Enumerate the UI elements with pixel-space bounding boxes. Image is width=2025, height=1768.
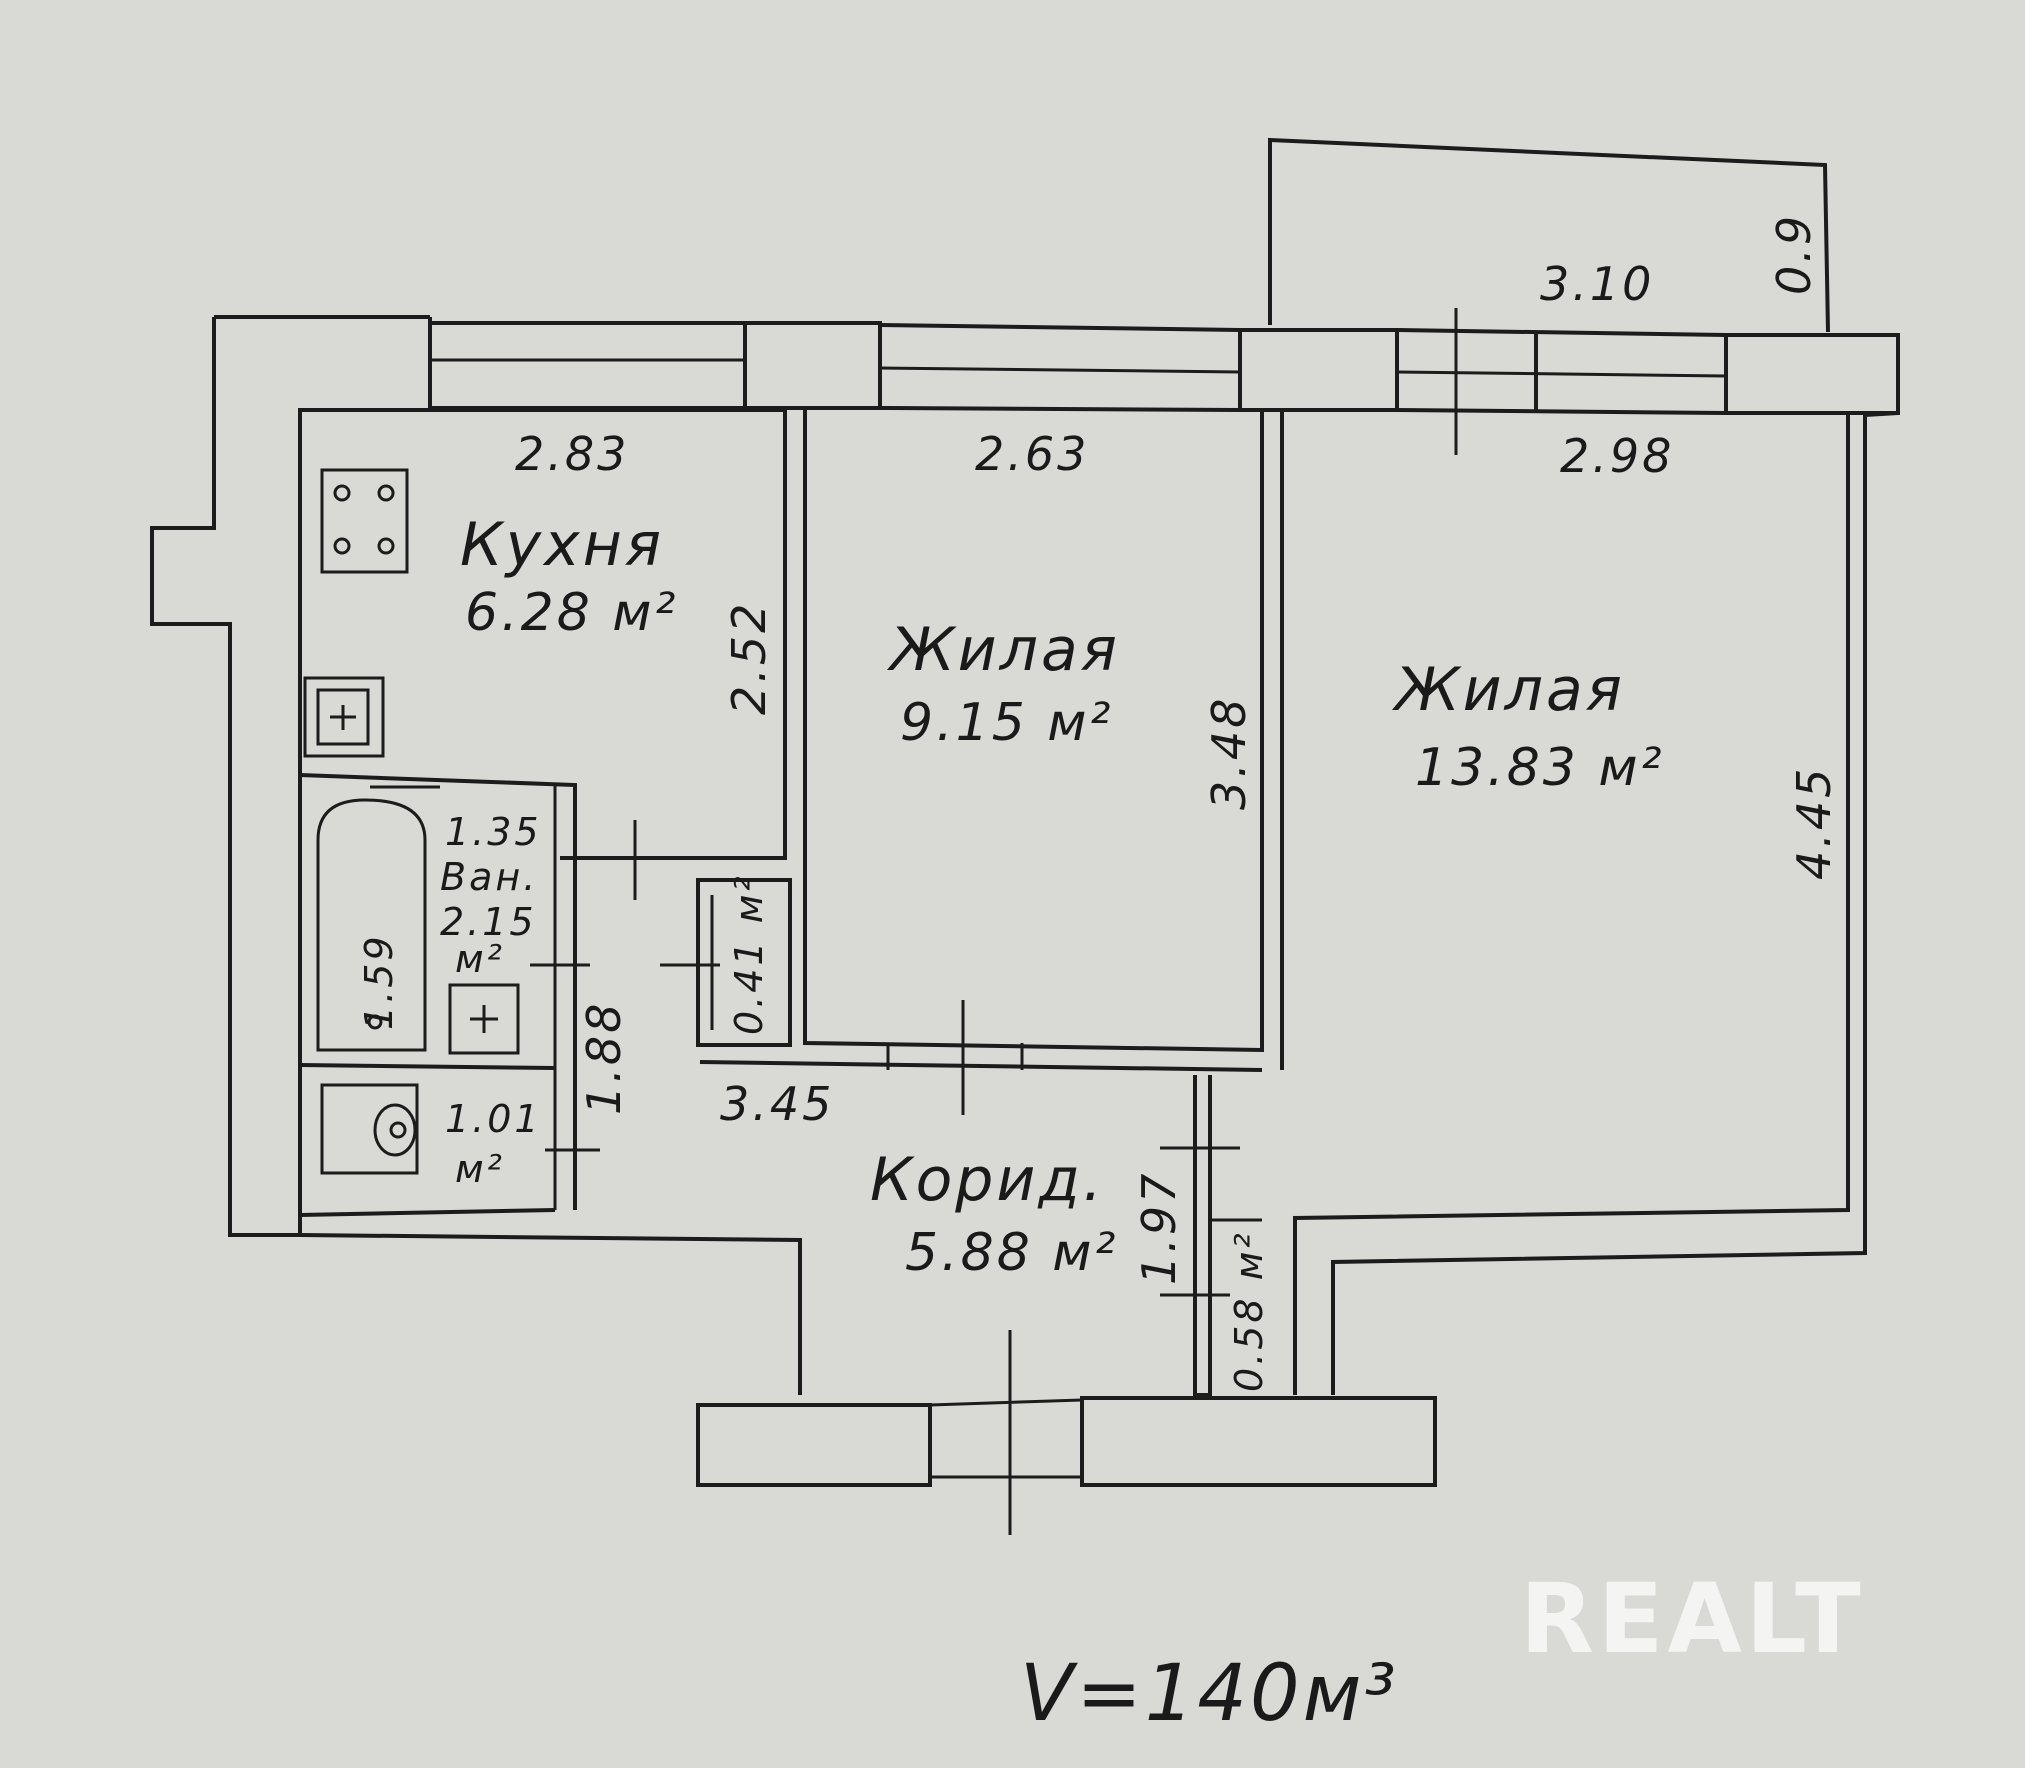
- kitchen-name: Кухня: [460, 510, 664, 580]
- bathtub-icon: [316, 798, 427, 1052]
- outer-wall-right: [1331, 411, 1899, 1395]
- window-3-glass: [1396, 370, 1727, 378]
- toilet-area: 1.01: [445, 1097, 542, 1141]
- bathroom-width: 1.35: [445, 810, 542, 854]
- bathroom-name: Ван.: [440, 855, 538, 899]
- burner-icon: [333, 484, 351, 502]
- washbasin-icon: [448, 983, 520, 1055]
- dim-living-large-width: 2.98: [1560, 429, 1674, 483]
- toilet-bowl-icon: [373, 1103, 417, 1157]
- window-3-inner: [1396, 408, 1727, 415]
- burner-icon: [333, 537, 351, 555]
- bathroom-length: 1.59: [357, 933, 401, 1030]
- corridor-left-wall: [299, 1233, 802, 1395]
- dim-balcony-depth: 0.9: [1767, 213, 1821, 295]
- living-small-name: Жилая: [886, 615, 1120, 685]
- entrance-door-top: [929, 1398, 1083, 1407]
- bathroom-unit: м²: [455, 937, 505, 981]
- realt-watermark: REALT: [1520, 1563, 1865, 1675]
- balcony-outline: [1268, 137, 1830, 333]
- dim-kitchen-depth: 2.52: [722, 601, 776, 715]
- burner-icon: [377, 484, 395, 502]
- dim-corridor-length: 3.45: [720, 1077, 834, 1131]
- outer-wall-left: [150, 317, 300, 1237]
- toilet-unit: м²: [455, 1147, 505, 1191]
- sink-basin-icon: [316, 688, 370, 746]
- closet-a-area: 0.41 м²: [727, 873, 771, 1035]
- wall-pier-1: [743, 321, 882, 410]
- drain-icon: [367, 1014, 383, 1030]
- corridor-living-wall: [699, 1060, 1263, 1072]
- inner-wall-right: [1293, 415, 1850, 1395]
- corridor-name: Корид.: [870, 1145, 1105, 1215]
- entrance-pier-right: [1080, 1396, 1437, 1487]
- wall-pier-3: [1724, 333, 1900, 415]
- dim-kitchen-width: 2.83: [515, 427, 629, 481]
- corridor-left-inner: [299, 1208, 556, 1217]
- window-3-outer: [1396, 328, 1727, 337]
- dim-living-small-depth: 3.48: [1202, 696, 1256, 810]
- living-large-area: 13.83 м²: [1415, 738, 1664, 798]
- corridor-area: 5.88 м²: [905, 1223, 1118, 1283]
- bathroom-toilet-wall: [299, 1063, 556, 1070]
- partition-kitchen-living: [803, 410, 1264, 1053]
- bathroom-area: 2.15: [440, 900, 537, 944]
- wall-pier-2: [1238, 328, 1399, 412]
- entrance-pier-left: [696, 1403, 932, 1487]
- living-small-area: 9.15 м²: [900, 693, 1113, 753]
- window-2-outer: [879, 323, 1241, 332]
- dim-living-large-depth: 4.45: [1787, 766, 1841, 880]
- burner-icon: [377, 537, 395, 555]
- toilet-icon: [320, 1083, 419, 1175]
- window-2-inner: [879, 406, 1241, 412]
- stove-icon: [320, 468, 409, 574]
- living-large-name: Жилая: [1391, 655, 1625, 725]
- closet-b-outline: [1193, 1075, 1212, 1397]
- toilet-hole-icon: [389, 1121, 407, 1139]
- dim-balcony-width: 3.10: [1540, 257, 1654, 311]
- kitchen-area: 6.28 м²: [465, 583, 678, 643]
- bathroom-walls: [299, 773, 577, 1210]
- dim-corridor-side: 1.97: [1132, 1171, 1186, 1285]
- closet-a-outline: [696, 878, 792, 1047]
- volume-label: V=140м³: [1020, 1649, 1399, 1739]
- dim-corridor-small: 1.88: [577, 1001, 631, 1115]
- closet-b-area: 0.58 м²: [1227, 1230, 1271, 1392]
- window-2-glass: [879, 366, 1241, 374]
- dim-living-small-width: 2.63: [975, 427, 1089, 481]
- sink-icon: [303, 676, 385, 758]
